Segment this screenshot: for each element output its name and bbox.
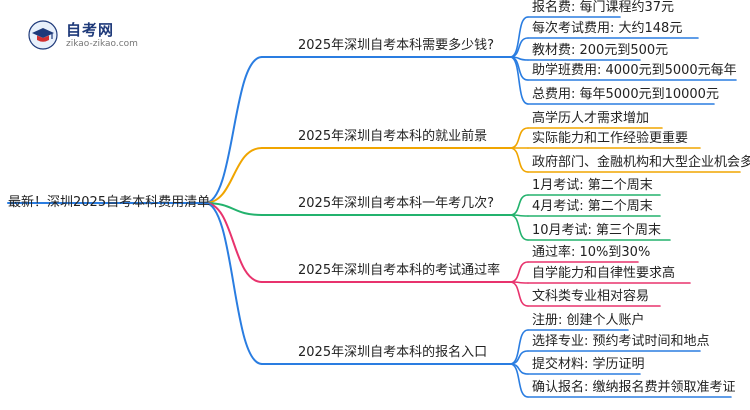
root-topic: 最新！深圳2025自考本科费用清单 <box>8 195 211 210</box>
child-topic: 每次考试费用: 大约148元 <box>532 21 683 36</box>
child-connector <box>509 16 529 58</box>
logo-title: 自考网 <box>66 21 115 39</box>
child-connector <box>509 127 529 149</box>
child-topic: 4月考试: 第二个周末 <box>532 199 653 214</box>
branch-connector <box>204 202 263 283</box>
child-connector <box>509 147 529 173</box>
graduation-cap-icon <box>28 20 58 50</box>
branch-topic: 2025年深圳自考本科的考试通过率 <box>298 263 501 278</box>
child-topic: 实际能力和工作经验更重要 <box>532 131 689 146</box>
child-topic: 10月考试: 第三个周末 <box>532 223 662 238</box>
child-connector <box>509 214 529 241</box>
child-connector <box>509 261 529 283</box>
site-logo[interactable]: 自考网 zikao-zikao.com <box>28 18 148 54</box>
child-topic: 报名费: 每门课程约37元 <box>532 0 675 15</box>
connector-lines <box>7 16 741 398</box>
child-topic: 自学能力和自律性要求高 <box>532 266 676 281</box>
branch-connector <box>204 147 263 204</box>
child-topic: 注册: 创建个人账户 <box>532 313 645 328</box>
child-topic: 助学班费用: 4000元到5000元每年 <box>532 63 737 78</box>
branch-topic: 2025年深圳自考本科一年考几次? <box>298 196 494 211</box>
child-connector <box>509 350 529 365</box>
child-topic: 通过率: 10%到30% <box>532 245 651 260</box>
logo-url: zikao-zikao.com <box>66 39 138 49</box>
child-topic: 文科类专业相对容易 <box>532 289 650 304</box>
child-topic: 提交材料: 学历证明 <box>532 357 645 372</box>
branch-connector <box>204 202 263 365</box>
child-topic: 政府部门、金融机构和大型企业机会多 <box>532 155 750 170</box>
child-topic: 总费用: 每年5000元到10000元 <box>532 87 719 102</box>
child-connector <box>509 56 529 105</box>
child-topic: 高学历人才需求增加 <box>532 111 650 126</box>
branch-topic: 2025年深圳自考本科的报名入口 <box>298 345 488 360</box>
child-connector <box>509 363 529 398</box>
child-connector <box>509 194 529 216</box>
branch-connector <box>204 56 263 204</box>
branch-connector <box>204 202 263 216</box>
child-topic: 教材费: 200元到500元 <box>532 43 669 58</box>
child-topic: 1月考试: 第二个周末 <box>532 178 653 193</box>
branch-topic: 2025年深圳自考本科需要多少钱? <box>298 38 494 53</box>
child-topic: 确认报名: 缴纳报名费并领取准考证 <box>532 380 736 395</box>
child-connector <box>509 281 529 307</box>
branch-topic: 2025年深圳自考本科的就业前景 <box>298 129 488 144</box>
child-topic: 选择专业: 预约考试时间和地点 <box>532 334 710 349</box>
